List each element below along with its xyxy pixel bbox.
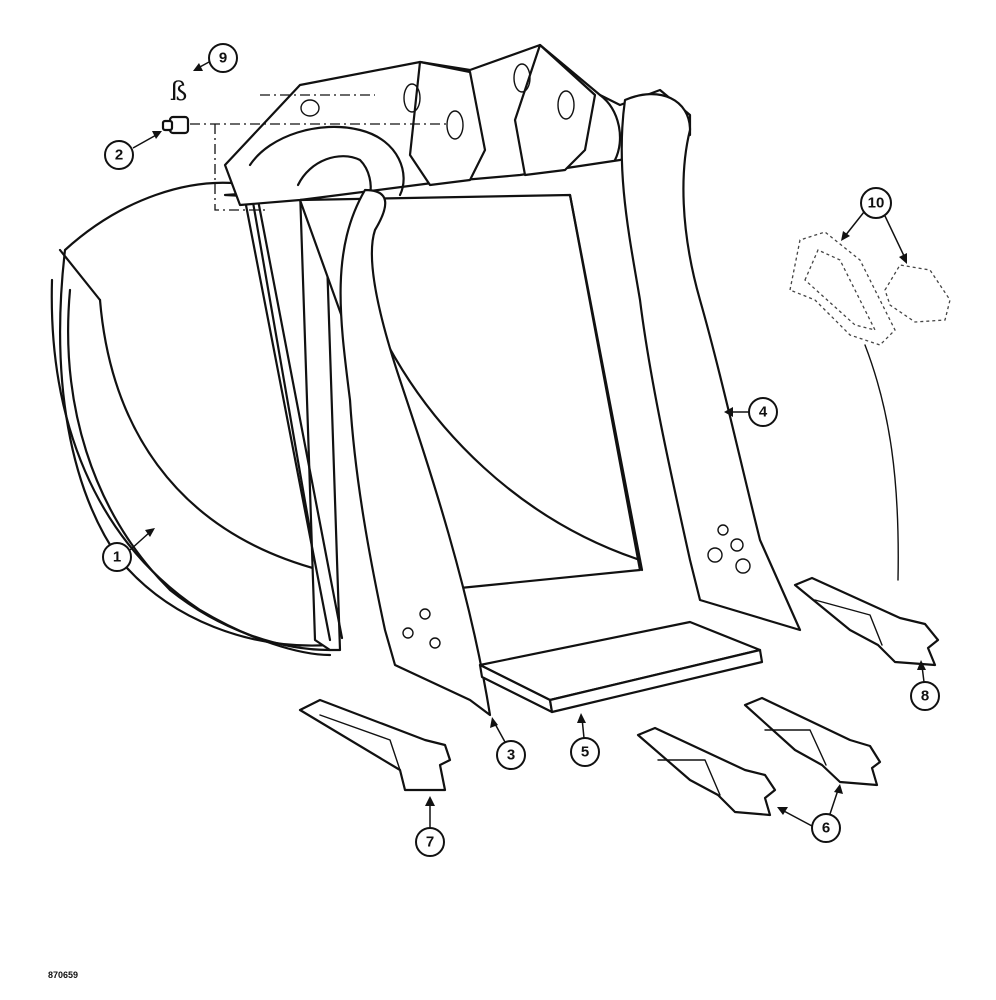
figure-id: 870659 — [48, 970, 78, 980]
svg-text:1: 1 — [113, 549, 121, 566]
callout-6: 6 — [777, 784, 843, 843]
svg-text:2: 2 — [115, 147, 123, 164]
svg-text:6: 6 — [822, 820, 830, 837]
side-cutter-left — [339, 188, 492, 717]
svg-text:5: 5 — [581, 744, 589, 761]
svg-text:4: 4 — [759, 404, 768, 421]
svg-text:8: 8 — [921, 688, 929, 705]
svg-text:9: 9 — [219, 50, 227, 67]
svg-text:3: 3 — [507, 747, 515, 764]
cutting-edge — [478, 620, 764, 714]
svg-text:7: 7 — [426, 834, 434, 851]
callout-10: 10 — [841, 187, 907, 264]
callout-5: 5 — [570, 713, 600, 767]
tooth-8 — [793, 576, 940, 667]
callout-8: 8 — [910, 660, 940, 711]
callout-2: 2 — [104, 131, 162, 170]
callout-7: 7 — [415, 796, 445, 857]
side-cutter-right — [620, 93, 802, 632]
pin-assembly: ß — [161, 77, 450, 211]
callout-1: 1 — [102, 528, 155, 572]
svg-text:10: 10 — [868, 195, 885, 212]
callout-4: 4 — [724, 397, 778, 427]
phantom-adapter — [789, 231, 951, 581]
lock-pin-glyph: ß — [170, 77, 187, 107]
bucket-shell — [50, 181, 332, 657]
callout-3: 3 — [490, 717, 526, 770]
tooth-6b — [743, 696, 882, 787]
tooth-7 — [298, 698, 452, 792]
mounting-frame — [223, 43, 692, 207]
tooth-6a — [636, 726, 777, 817]
callout-9: 9 — [193, 43, 238, 73]
